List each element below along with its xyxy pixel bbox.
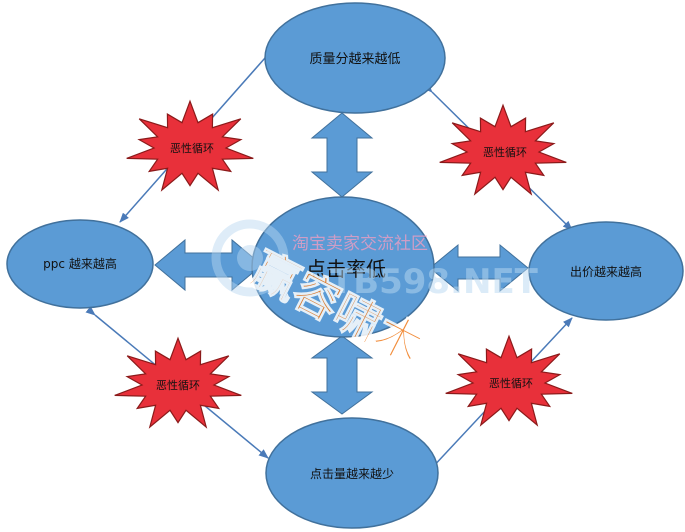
watermark-logo-icon <box>211 219 289 297</box>
watermark-site-name: 淘宝卖家交流社区 <box>292 234 428 254</box>
block-arrow-vertical-bottom <box>310 335 374 415</box>
burst-bottom-right: 恶性循环 <box>445 334 573 427</box>
burst-shape <box>445 334 573 427</box>
watermark-domain: TB598.NET <box>330 262 539 302</box>
node-top-label: 质量分越来越低 <box>309 52 400 67</box>
node-right: 出价越来越高 <box>528 221 684 321</box>
node-bottom: 点击量越来越少 <box>265 417 439 529</box>
burst-shape <box>126 99 254 192</box>
node-right-label: 出价越来越高 <box>570 264 642 279</box>
burst-bottom-right-label: 恶性循环 <box>489 376 533 390</box>
block-arrow-vertical-top <box>310 112 374 198</box>
burst-bottom-left: 恶性循环 <box>114 336 242 429</box>
node-bottom-label: 点击量越来越少 <box>310 467 394 481</box>
burst-shape <box>114 336 242 429</box>
node-center: 点击率低 <box>251 196 435 338</box>
block-arrow-horizontal-right <box>429 243 529 293</box>
burst-top-left: 恶性循环 <box>126 99 254 192</box>
node-center-label: 点击率低 <box>306 257 386 281</box>
burst-shape <box>439 103 567 196</box>
burst-top-right-label: 恶性循环 <box>483 145 527 159</box>
burst-top-left-label: 恶性循环 <box>170 141 214 155</box>
burst-bottom-left-label: 恶性循环 <box>156 378 200 392</box>
block-arrows <box>154 112 529 415</box>
node-left: ppc 越来越高 <box>6 219 154 309</box>
node-left-label: ppc 越来越高 <box>43 256 117 271</box>
node-top: 质量分越来越低 <box>264 2 446 114</box>
burst-top-right: 恶性循环 <box>439 103 567 196</box>
